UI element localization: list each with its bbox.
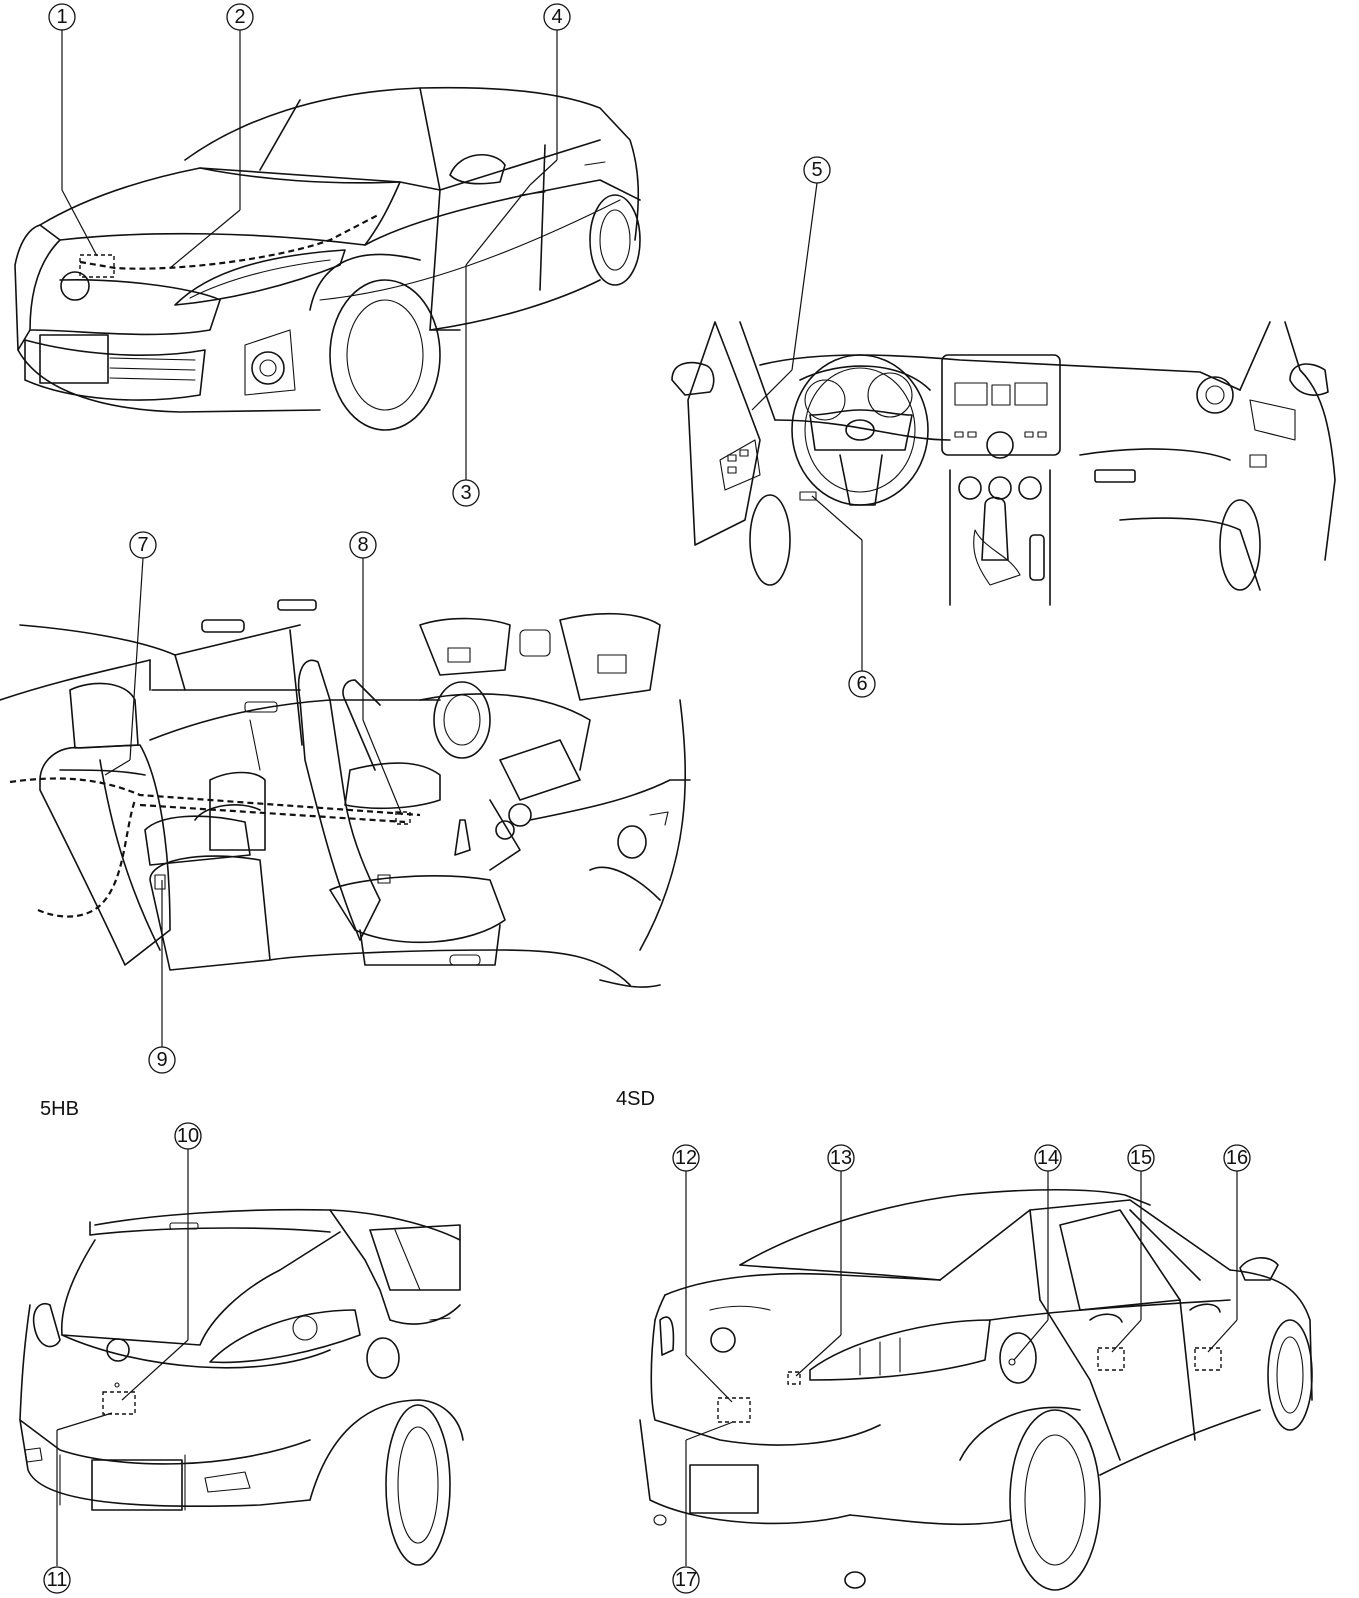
callout-1: 1 [48, 3, 76, 31]
callout-13-number: 13 [830, 1147, 852, 1169]
callout-1-number: 1 [56, 6, 67, 28]
callout-16-number: 16 [1226, 1147, 1248, 1169]
callout-4-number: 4 [551, 6, 562, 28]
callout-10-number: 10 [177, 1125, 199, 1147]
callout-14: 14 [1034, 1144, 1062, 1172]
callout-6-number: 6 [856, 673, 867, 695]
callout-5: 5 [803, 156, 831, 184]
callout-3: 3 [452, 479, 480, 507]
callout-9-number: 9 [156, 1049, 167, 1071]
callout-10: 10 [174, 1122, 202, 1150]
callout-4: 4 [543, 3, 571, 31]
callout-15: 15 [1127, 1144, 1155, 1172]
callout-7: 7 [129, 531, 157, 559]
callout-11-number: 11 [47, 1569, 68, 1591]
callout-2-number: 2 [234, 6, 245, 28]
callout-3-number: 3 [460, 482, 471, 504]
callout-12-number: 12 [675, 1147, 697, 1169]
callout-9: 9 [148, 1046, 176, 1074]
callout-14-number: 14 [1037, 1147, 1059, 1169]
callout-12: 12 [672, 1144, 700, 1172]
callout-8-number: 8 [357, 534, 368, 556]
interior-cabin-illustration [0, 557, 691, 1047]
sedan-section-label: 4SD [616, 1088, 655, 1110]
callout-13: 13 [827, 1144, 855, 1172]
callout-17: 17 [672, 1566, 700, 1594]
callout-16: 16 [1223, 1144, 1251, 1172]
callout-6: 6 [848, 670, 876, 698]
callout-17-number: 17 [675, 1569, 697, 1591]
callout-8: 8 [349, 531, 377, 559]
callout-11: 11 [43, 1566, 71, 1594]
dashboard-illustration [671, 182, 1336, 671]
callout-2: 2 [226, 3, 254, 31]
callout-7-number: 7 [137, 534, 148, 556]
callout-5-number: 5 [811, 159, 822, 181]
hatchback-section-label: 5HB [40, 1098, 79, 1120]
rear-sedan-illustration [639, 1171, 1313, 1591]
front-exterior-car-illustration [14, 30, 641, 480]
rear-hatchback-illustration [19, 1149, 464, 1566]
callout-15-number: 15 [1130, 1147, 1152, 1169]
